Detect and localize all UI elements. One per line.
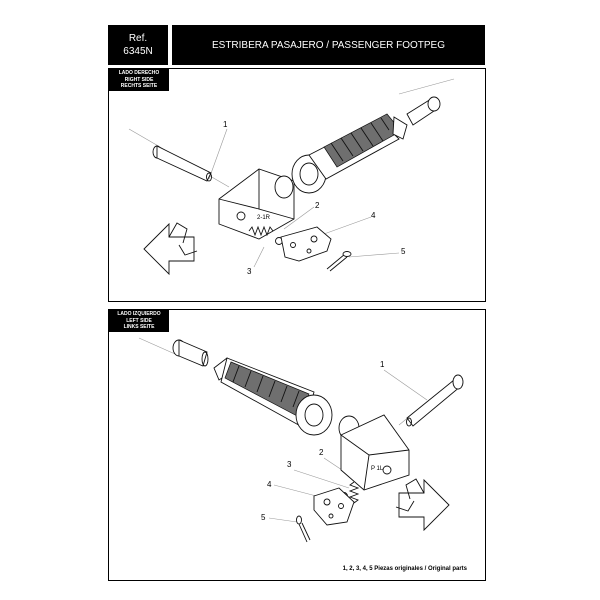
- left-side-exploded-drawing: P 1L: [138, 337, 464, 543]
- right-side-exploded-drawing: 2-1R: [128, 78, 455, 276]
- footpeg-body: [291, 113, 408, 194]
- callout-4: 4: [371, 211, 376, 220]
- leader-line-5: [348, 252, 400, 258]
- right-side-label-es: LADO DERECHO: [118, 70, 160, 76]
- footpeg-bracket: P 1L: [338, 414, 410, 491]
- footpeg-bracket: 2-1R: [218, 168, 295, 240]
- callout-5: 5: [401, 247, 406, 256]
- callout-5: 5: [261, 513, 266, 522]
- footpeg-bolt: [406, 96, 441, 126]
- reference-box: Ref. 6345N: [108, 25, 168, 65]
- detent-plate-part-4: [313, 487, 355, 526]
- direction-arrow: [395, 478, 450, 532]
- retaining-clip-part-5: [296, 515, 311, 543]
- footpeg-bolt: [172, 339, 209, 367]
- pivot-pin-part-1: [406, 374, 464, 427]
- left-side-label-es: LADO IZQUIERDO: [117, 311, 161, 317]
- callout-3: 3: [247, 267, 252, 276]
- callout-3: 3: [287, 460, 292, 469]
- spring-part-2: [348, 481, 360, 504]
- axis-line-bolt: [398, 78, 455, 95]
- leader-line-4: [323, 216, 372, 235]
- leader-line-5: [268, 517, 298, 523]
- leader-line-1: [208, 128, 228, 180]
- retaining-clip-part-5: [326, 251, 352, 272]
- left-side-label-de: LINKS SEITE: [123, 324, 155, 330]
- leader-line-1: [383, 369, 428, 401]
- diagram-title-text: ESTRIBERA PASAJERO / PASSENGER FOOTPEG: [211, 39, 446, 51]
- left-side-label: LADO IZQUIERDO LEFT SIDE LINKS SEITE: [109, 310, 169, 332]
- right-side-panel: LADO DERECHO RIGHT SIDE RECHTS SEITE 2-1…: [108, 68, 486, 302]
- left-side-panel: LADO IZQUIERDO LEFT SIDE LINKS SEITE: [108, 309, 486, 581]
- callout-1: 1: [223, 120, 228, 129]
- right-side-label: LADO DERECHO RIGHT SIDE RECHTS SEITE: [109, 69, 169, 91]
- right-side-label-de: RECHTS SEITE: [120, 83, 158, 89]
- spring-part-2: [248, 225, 274, 237]
- bracket-stamp: 2-1R: [257, 215, 271, 221]
- leader-line-3: [253, 246, 265, 268]
- callout-1: 1: [380, 360, 385, 369]
- ref-label: Ref.: [128, 33, 148, 44]
- right-side-label-en: RIGHT SIDE: [124, 76, 154, 83]
- direction-arrow: [143, 222, 198, 276]
- callout-2: 2: [315, 201, 320, 210]
- leader-line-3: [293, 469, 350, 489]
- bracket-stamp: P 1L: [371, 466, 384, 472]
- original-parts-note: 1, 2, 3, 4, 5 Piezas originales / Origin…: [342, 566, 467, 572]
- pivot-pin-part-1: [152, 145, 212, 182]
- leader-line-2: [283, 206, 315, 230]
- ref-number: 6345N: [123, 46, 153, 57]
- detent-plate-part-4: [280, 226, 332, 262]
- diagram-title: ESTRIBERA PASAJERO / PASSENGER FOOTPEG: [172, 25, 485, 65]
- left-side-label-en: LEFT SIDE: [126, 317, 152, 324]
- callout-4: 4: [267, 480, 272, 489]
- footpeg-body: [213, 357, 333, 436]
- callout-2: 2: [319, 448, 324, 457]
